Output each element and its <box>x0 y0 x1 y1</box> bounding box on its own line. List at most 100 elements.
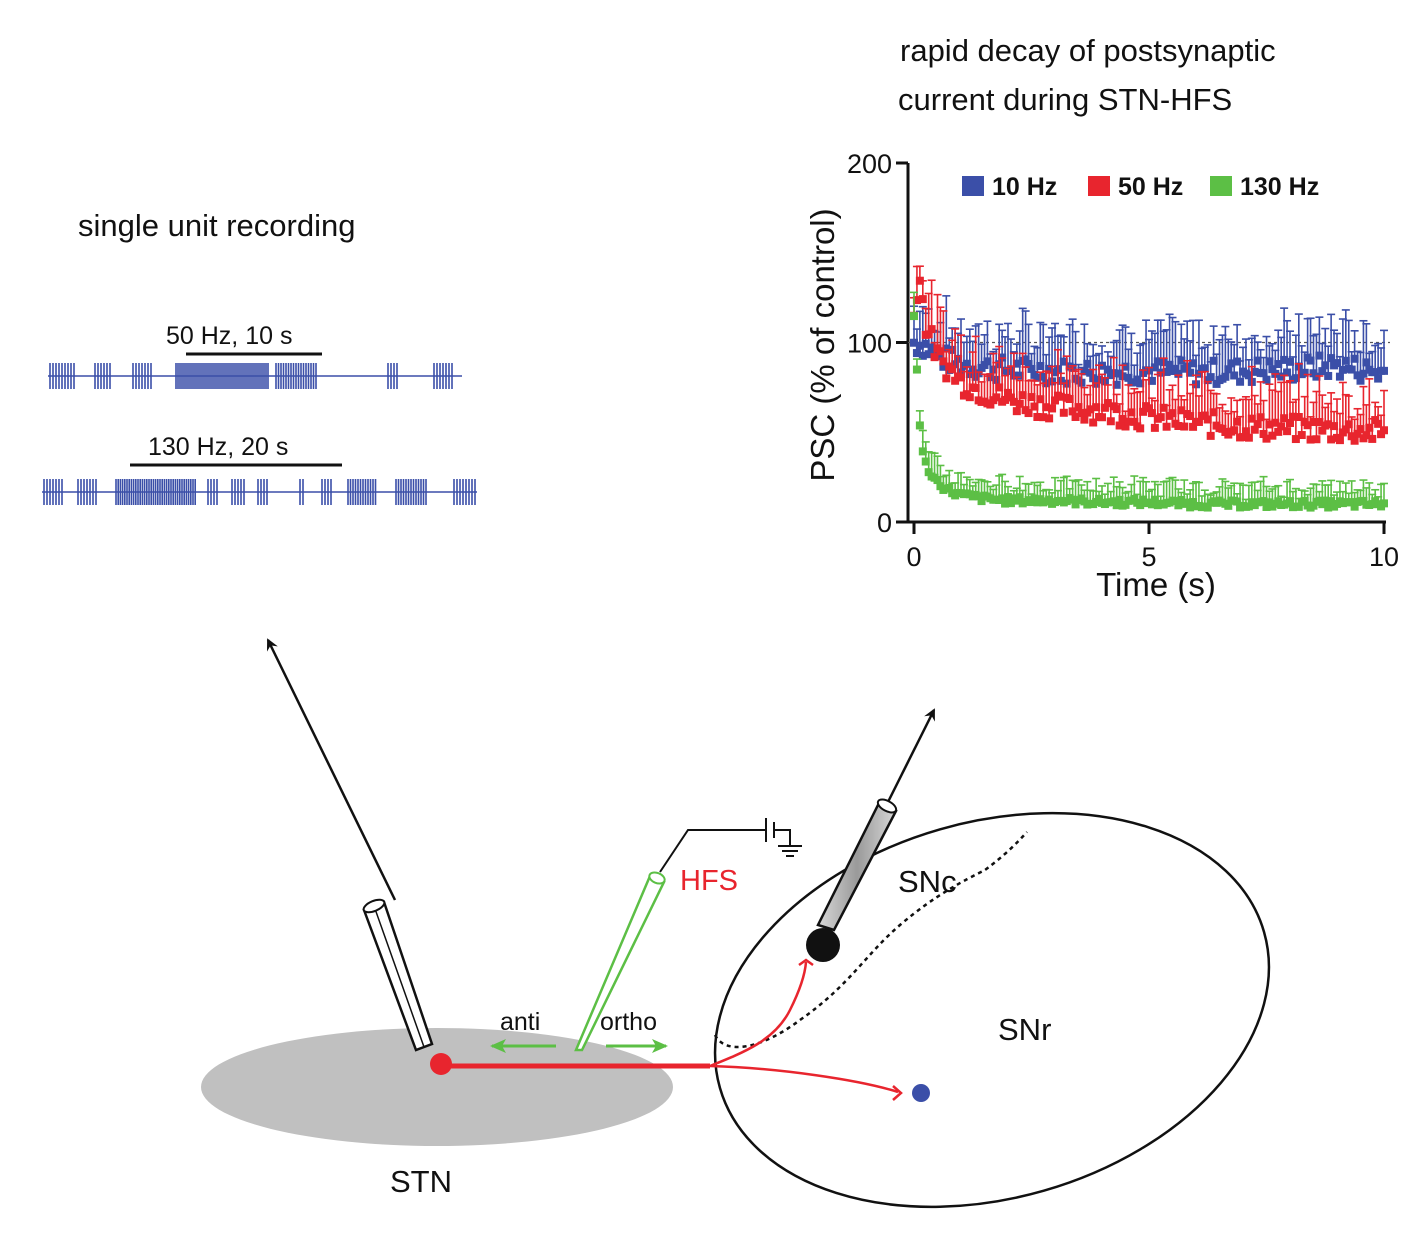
data-point <box>1294 502 1303 511</box>
data-point <box>1262 502 1271 511</box>
data-point <box>1068 495 1077 504</box>
snr-label: SNr <box>998 1012 1051 1047</box>
data-point <box>1271 418 1280 427</box>
data-point <box>1283 368 1292 377</box>
data-point <box>1265 357 1274 366</box>
recording-title: single unit recording <box>78 208 355 243</box>
data-point <box>1150 363 1159 372</box>
data-point <box>1206 431 1215 440</box>
data-point <box>1162 367 1171 376</box>
stim-wire <box>659 829 766 873</box>
data-point <box>1036 395 1045 404</box>
data-point <box>1051 396 1059 405</box>
stn-label: STN <box>390 1164 452 1199</box>
data-point <box>1347 365 1356 374</box>
data-point <box>998 494 1007 503</box>
data-point <box>1059 357 1068 366</box>
synapse-snc <box>798 958 814 967</box>
data-point <box>1280 355 1289 364</box>
data-point <box>1136 501 1145 510</box>
data-point <box>992 393 1001 402</box>
data-point <box>951 376 960 385</box>
data-point <box>1203 503 1212 512</box>
data-point <box>1012 359 1021 368</box>
data-point <box>1288 412 1297 421</box>
data-point <box>1194 369 1203 378</box>
data-point <box>1274 427 1283 436</box>
data-point <box>1145 404 1153 413</box>
data-point <box>1371 368 1380 377</box>
data-point <box>1350 502 1359 511</box>
recording-electrode-right <box>816 798 898 932</box>
data-point <box>1006 393 1015 402</box>
data-point <box>1124 373 1133 382</box>
chart-title-line1: rapid decay of postsynaptic <box>900 33 1276 68</box>
data-point <box>1227 359 1236 368</box>
data-point <box>1118 415 1127 424</box>
data-point <box>1209 356 1218 365</box>
legend-label: 130 Hz <box>1240 173 1319 201</box>
data-point <box>1230 426 1239 435</box>
data-point <box>1121 422 1130 431</box>
data-point <box>1291 435 1300 444</box>
data-point <box>1300 496 1309 505</box>
data-point <box>1233 497 1242 506</box>
data-point <box>1380 499 1388 508</box>
data-point <box>1136 379 1145 388</box>
y-axis-label: PSC (% of control) <box>804 208 841 481</box>
legend-swatch <box>1210 176 1232 196</box>
data-point <box>1253 420 1262 429</box>
x-tick-label: 5 <box>1141 542 1156 572</box>
data-point <box>1244 502 1253 511</box>
data-point <box>1380 366 1388 375</box>
data-point <box>1112 405 1121 414</box>
data-point <box>1165 360 1174 369</box>
data-point <box>1065 395 1074 404</box>
data-point <box>1159 403 1168 412</box>
spike-trace-130hz <box>42 479 477 505</box>
x-tick-label: 0 <box>906 542 921 572</box>
data-point <box>924 330 933 339</box>
data-point <box>1224 501 1233 510</box>
data-point <box>1209 408 1218 417</box>
data-point <box>933 476 942 485</box>
data-point <box>1286 357 1294 366</box>
data-point <box>1080 415 1089 424</box>
data-point <box>1112 501 1121 510</box>
data-point <box>1309 418 1318 427</box>
data-point <box>1174 421 1183 430</box>
data-point <box>1244 371 1253 380</box>
data-point <box>1315 418 1324 427</box>
data-point <box>1247 414 1256 423</box>
data-point <box>1230 371 1239 380</box>
data-point <box>1045 364 1054 373</box>
data-point <box>924 350 933 359</box>
x-tick-label: 10 <box>1369 542 1399 572</box>
data-point <box>1039 372 1048 381</box>
data-point <box>1006 499 1015 508</box>
data-point <box>927 325 936 334</box>
data-point <box>1071 500 1080 509</box>
data-point <box>921 339 930 348</box>
data-point <box>1100 403 1109 412</box>
legend-swatch <box>962 176 984 196</box>
data-point <box>1262 375 1271 384</box>
data-point <box>948 365 957 374</box>
data-point <box>1074 403 1083 412</box>
battery-ground-icon <box>765 818 802 857</box>
substantia-nigra-region <box>713 811 1271 1209</box>
data-point <box>1350 436 1359 445</box>
data-point <box>1280 414 1289 423</box>
data-point <box>1027 393 1036 402</box>
data-point <box>1174 501 1183 510</box>
data-point <box>945 483 954 492</box>
data-point <box>927 343 936 352</box>
hfs-label: HFS <box>680 865 738 897</box>
data-point <box>1015 371 1024 380</box>
data-point <box>1362 358 1371 367</box>
data-point <box>1139 407 1148 416</box>
stn-region <box>201 1028 673 1146</box>
x-axis-label: Time (s) <box>1096 566 1216 603</box>
data-point <box>1121 362 1130 371</box>
data-point <box>1324 420 1333 429</box>
